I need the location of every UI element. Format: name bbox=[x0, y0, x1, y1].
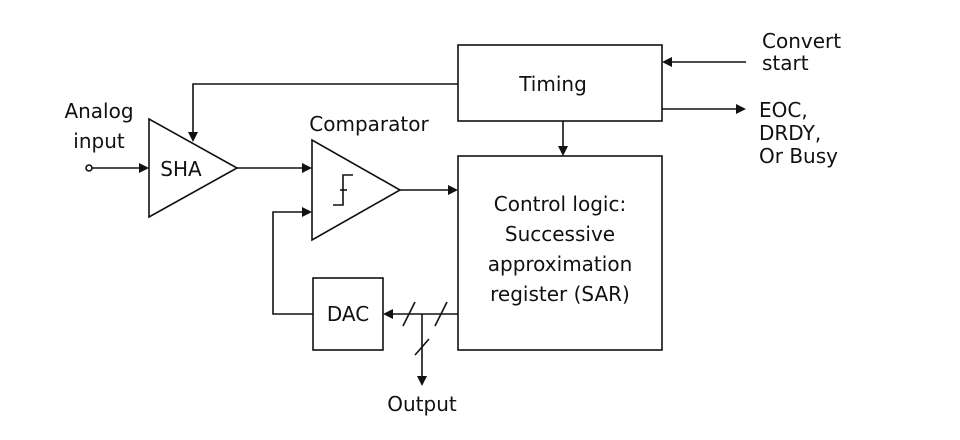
convert-start-label-line-1: Convert bbox=[762, 29, 841, 53]
sar-label-line-4: register (SAR) bbox=[490, 282, 630, 306]
sha-to-comparator-arrow bbox=[302, 163, 312, 173]
output-label: Output bbox=[387, 392, 457, 416]
dac-block bbox=[312, 277, 384, 351]
output-bus-slash bbox=[414, 338, 430, 356]
sha-label: SHA bbox=[160, 157, 202, 181]
dac-to-comparator-wire bbox=[272, 211, 313, 315]
dac-to-comparator-arrow bbox=[302, 207, 312, 217]
sar-to-dac-arrow bbox=[383, 309, 393, 319]
bus-slash-1 bbox=[402, 301, 416, 327]
sar-label-line-1: Control logic: bbox=[494, 192, 626, 216]
sar-label-line-3: approximation bbox=[488, 252, 633, 276]
analog-input-label-line-1: Analog bbox=[64, 99, 133, 123]
dac-label: DAC bbox=[327, 302, 369, 326]
sar-label-line-2: Successive bbox=[505, 222, 615, 246]
output-arrow bbox=[417, 376, 427, 386]
comparator-label: Comparator bbox=[309, 112, 429, 136]
status-output-arrow bbox=[736, 104, 746, 114]
timing-to-sha-arrow bbox=[188, 132, 198, 142]
convert-start-label-line-2: start bbox=[762, 51, 809, 75]
timing-to-sar-arrow bbox=[558, 146, 568, 156]
comparator-to-sar-arrow bbox=[448, 185, 458, 195]
timing-label: Timing bbox=[518, 72, 587, 96]
status-output-label-line-2: DRDY, bbox=[759, 121, 821, 145]
sar-control-logic-block bbox=[457, 155, 663, 351]
analog-input-arrow bbox=[139, 163, 149, 173]
analog-input-label-line-2: input bbox=[73, 129, 125, 153]
timing-block bbox=[457, 44, 663, 122]
status-output-label-line-3: Or Busy bbox=[759, 144, 838, 168]
timing-to-sha-wire bbox=[192, 83, 458, 133]
analog-input-terminal bbox=[85, 164, 93, 172]
bus-slash-2 bbox=[434, 301, 448, 327]
status-output-label-line-1: EOC, bbox=[759, 98, 808, 122]
convert-start-arrow bbox=[662, 57, 672, 67]
comparator-amplifier bbox=[311, 138, 402, 242]
